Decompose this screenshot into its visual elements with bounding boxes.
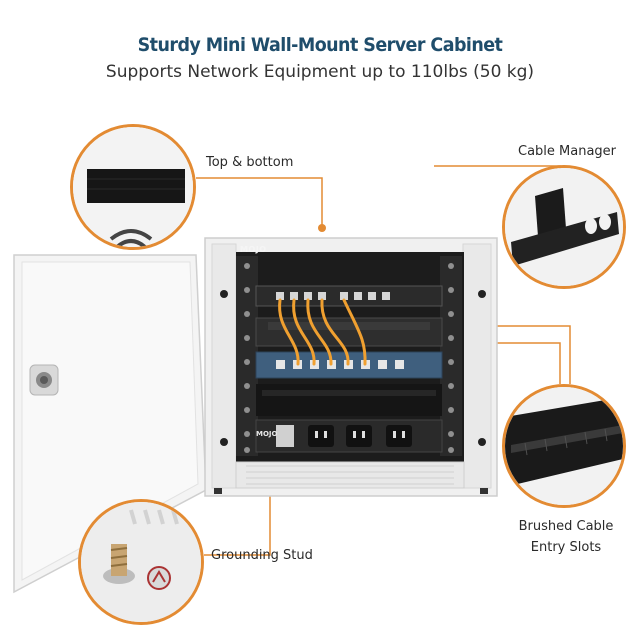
cable-manager-callout-image <box>502 165 626 289</box>
cabinet-body <box>204 237 498 497</box>
page-subtitle: Supports Network Equipment up to 110lbs … <box>105 62 535 82</box>
brand-logo: MOJO <box>240 245 267 254</box>
brand-logo-lower: MOJO <box>256 430 278 438</box>
grounding-stud-callout-image <box>78 499 204 625</box>
page-title: Sturdy Mini Wall-Mount Server Cabinet <box>137 34 503 56</box>
brushed-cable-label: Brushed Cable Entry Slots <box>518 519 614 555</box>
top-bottom-label: Top & bottom <box>206 155 294 170</box>
brushed-cable-callout-image <box>502 384 626 508</box>
patch-cables <box>278 298 367 366</box>
grounding-stud-label: Grounding Stud <box>211 548 313 563</box>
top-bottom-callout-image <box>70 124 196 250</box>
cable-manager-label: Cable Manager <box>518 144 617 159</box>
